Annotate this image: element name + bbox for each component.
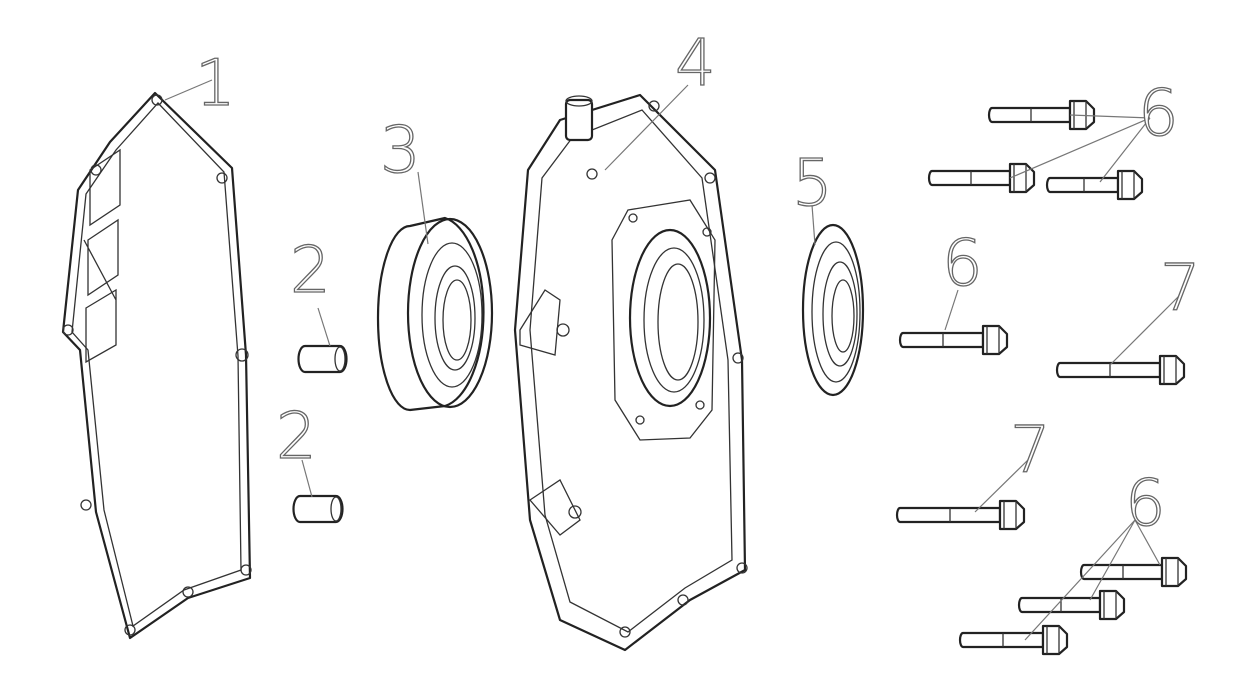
callout-3: 3 [380, 114, 421, 188]
bearing [376, 216, 494, 412]
callout-1: 1 [195, 47, 236, 121]
callout-4: 4 [675, 27, 716, 101]
bolt [1017, 589, 1126, 621]
bolt [898, 324, 1009, 356]
callout-5: 5 [792, 147, 833, 221]
callout-2-upper: 2 [290, 234, 331, 308]
callout-2-lower: 2 [276, 400, 317, 474]
gasket [61, 91, 252, 640]
bolt [958, 624, 1069, 656]
callout-7-right: 7 [1160, 252, 1201, 326]
callout-6-mid: 6 [942, 227, 983, 301]
crankcase-cover [513, 93, 748, 652]
bolt [1045, 169, 1144, 201]
bolts [895, 99, 1188, 656]
bolt [987, 99, 1096, 131]
bolt [1055, 354, 1186, 386]
callout-7-lower: 7 [1010, 414, 1051, 488]
dowel-pin-upper [297, 344, 348, 374]
dowel-pin-lower [292, 494, 344, 524]
oil-seal [801, 223, 865, 397]
bolt [927, 162, 1036, 194]
bolt [895, 499, 1026, 531]
callout-labels: 1 2 2 3 4 5 6 6 6 7 7 [194, 26, 1201, 541]
callout-6-top: 6 [1138, 77, 1179, 151]
bolt [1079, 556, 1188, 588]
callout-6-bottom: 6 [1125, 467, 1166, 541]
leader-lines [164, 79, 1181, 641]
